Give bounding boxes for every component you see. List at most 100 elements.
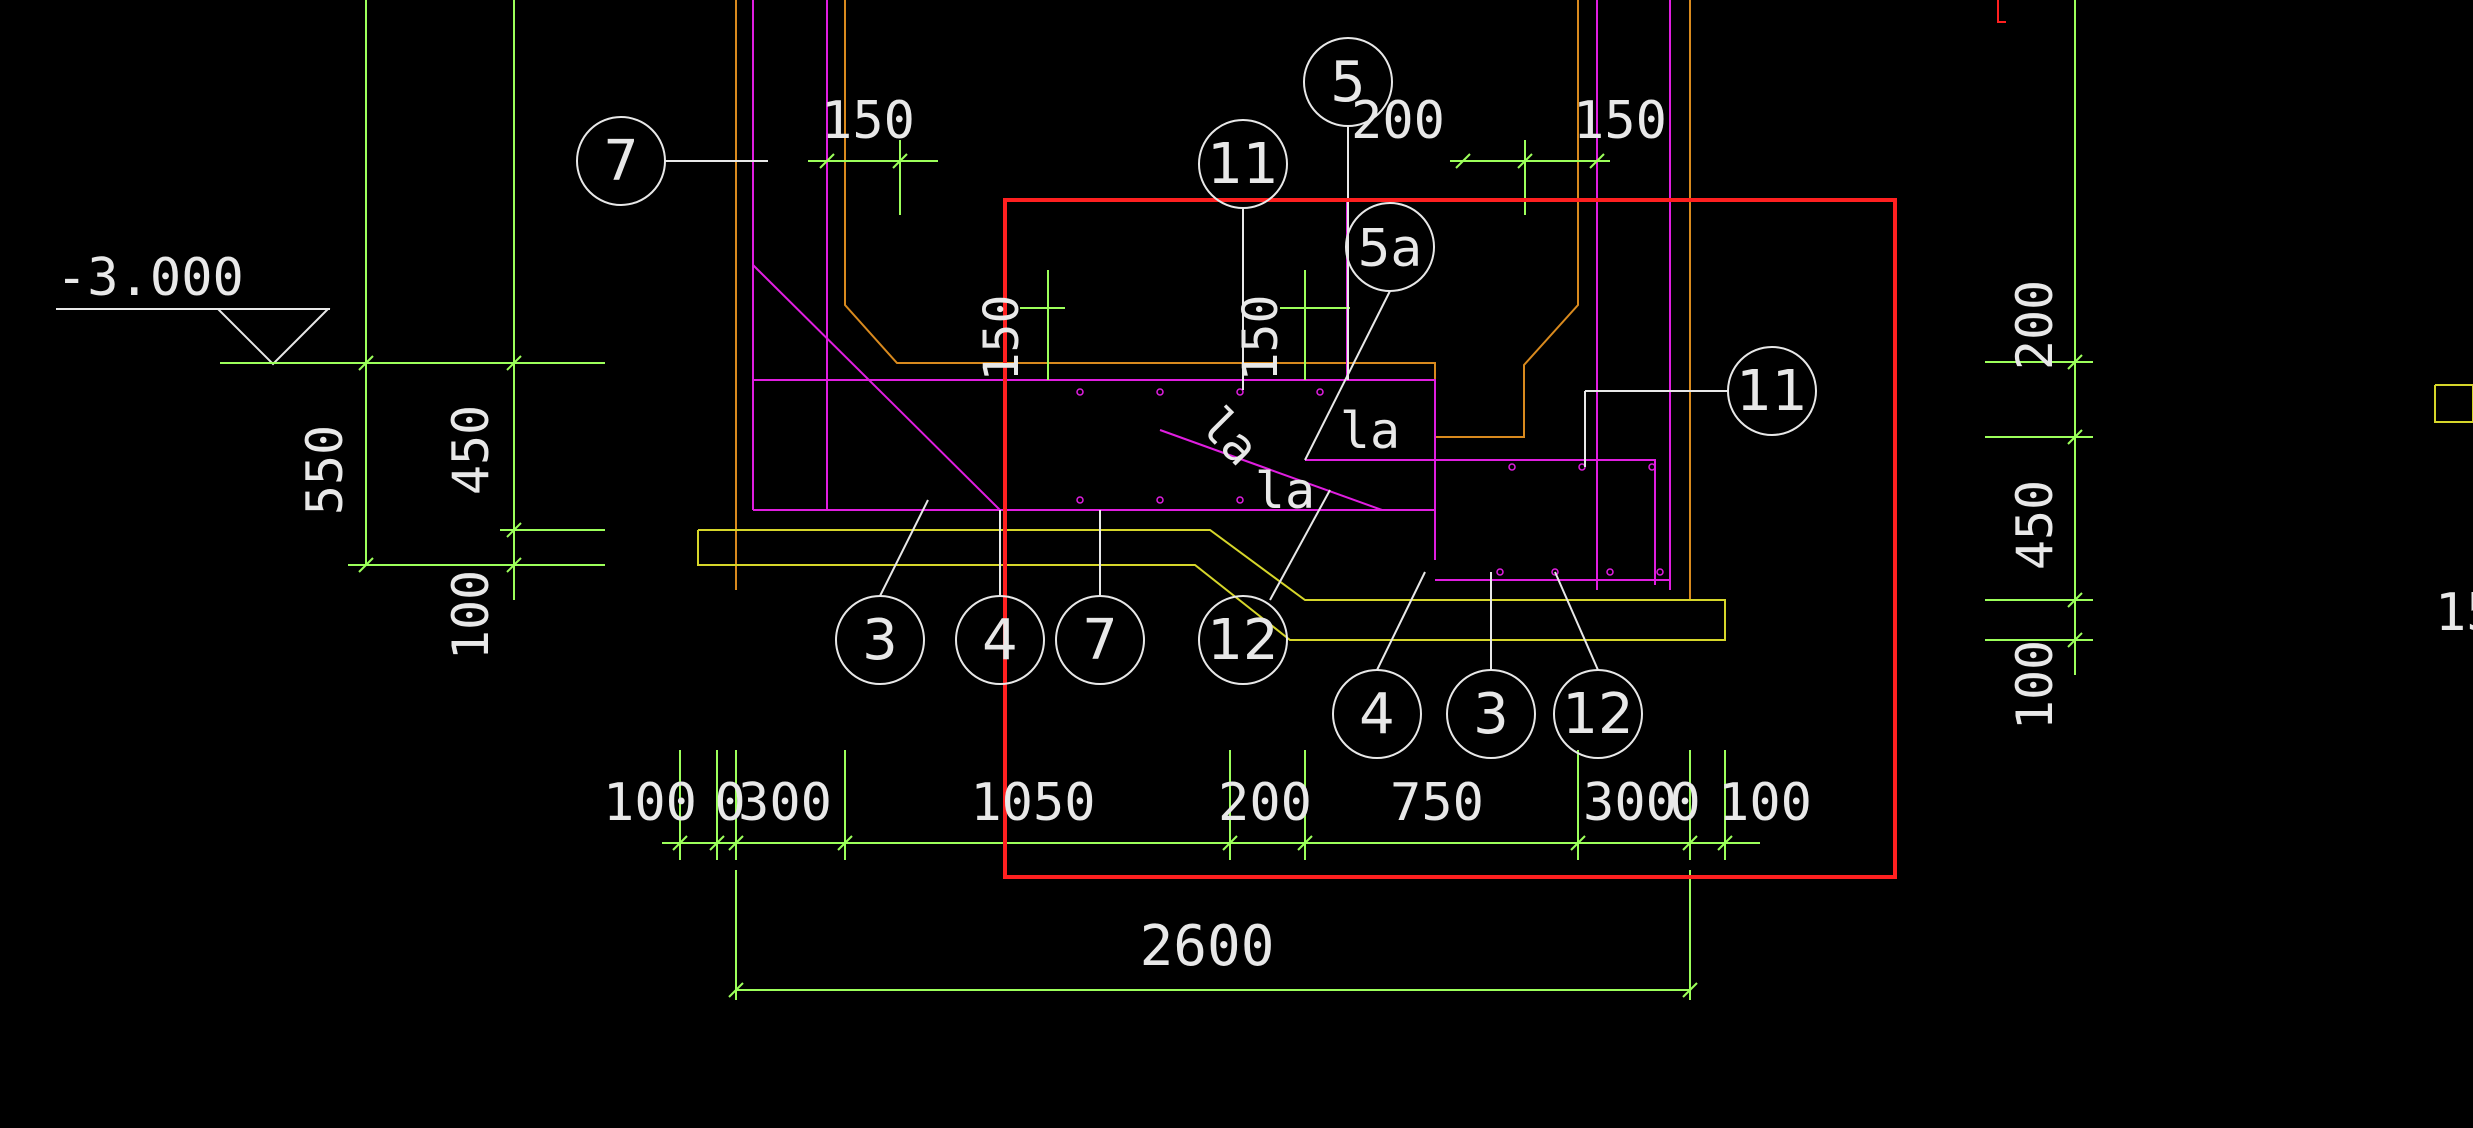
- wall-outline-inner: [844, 0, 1579, 438]
- leader-12-right: [1554, 571, 1599, 671]
- tick: [1455, 153, 1471, 169]
- svg-text:3: 3: [1473, 682, 1509, 747]
- svg-text:7: 7: [1082, 608, 1118, 673]
- callout-4-right: 4: [1332, 669, 1422, 759]
- dim-bottom-0-a: 0: [714, 773, 745, 833]
- callout-11-right: 11: [1727, 346, 1817, 436]
- dim-bottom-300-a: 300: [738, 773, 832, 833]
- tick: [1682, 982, 1698, 998]
- anchor-label-la-lower: la: [1255, 462, 1315, 520]
- svg-text:3: 3: [862, 608, 898, 673]
- tick: [1717, 835, 1733, 851]
- dim-top-150-right: 150: [1573, 91, 1667, 151]
- tick: [1517, 153, 1533, 169]
- rebar-haunch-diagonal: [752, 264, 1001, 511]
- tick: [892, 153, 908, 169]
- rebar-dot: [1156, 496, 1164, 504]
- tick: [506, 522, 522, 538]
- tick: [728, 982, 744, 998]
- rebar-upper-right: [1305, 459, 1656, 585]
- dim-left-450: 450: [442, 405, 500, 495]
- svg-text:4: 4: [1359, 682, 1395, 747]
- edge-partial-text: 15: [2435, 583, 2473, 643]
- blinding-layer: [697, 529, 1726, 641]
- dim-bottom-total-2600: 2600: [1140, 914, 1275, 979]
- dim-bottom-300-b: 300: [1583, 773, 1677, 833]
- elevation-triangle: [217, 308, 331, 366]
- dim-bottom-100-b: 100: [1718, 773, 1812, 833]
- tick: [358, 557, 374, 573]
- rebar-dot: [1076, 496, 1084, 504]
- edge-partial-rect: [2434, 384, 2473, 423]
- tick: [2067, 354, 2083, 370]
- dim-bottom-1050: 1050: [970, 773, 1095, 833]
- dim-top-150-left: 150: [821, 91, 915, 151]
- callout-3-right: 3: [1446, 669, 1536, 759]
- callout-4-left: 4: [955, 595, 1045, 685]
- svg-text:12: 12: [1207, 608, 1278, 673]
- tick: [506, 355, 522, 371]
- tick: [709, 835, 725, 851]
- tick: [1222, 835, 1238, 851]
- tick: [819, 153, 835, 169]
- leader-4-right: [1376, 571, 1426, 671]
- callout-7-top: 7: [576, 116, 666, 206]
- tick: [672, 835, 688, 851]
- dim-right-200: 200: [2006, 280, 2064, 370]
- tick: [506, 557, 522, 573]
- rebar-dot: [1508, 463, 1516, 471]
- svg-text:11: 11: [1207, 132, 1278, 197]
- dim-left-550: 550: [296, 425, 354, 515]
- dim-vertical-150-a: 150: [974, 295, 1030, 382]
- tick: [2067, 632, 2083, 648]
- leader-12-left: [1269, 489, 1331, 601]
- highlight-rectangle: [1003, 198, 1897, 879]
- rebar-top-layer: [752, 379, 1436, 560]
- tick: [358, 355, 374, 371]
- callout-5a: 5a: [1345, 202, 1435, 292]
- callout-12-right: 12: [1553, 669, 1643, 759]
- dim-bottom-200: 200: [1218, 773, 1312, 833]
- svg-text:12: 12: [1562, 682, 1633, 747]
- tick: [1570, 835, 1586, 851]
- dim-bottom-100-a: 100: [603, 773, 697, 833]
- dim-left-100: 100: [442, 570, 500, 660]
- dim-right-100: 100: [2006, 640, 2064, 730]
- svg-text:4: 4: [982, 608, 1018, 673]
- rebar-dot: [1606, 568, 1614, 576]
- callout-3-left: 3: [835, 595, 925, 685]
- tick: [1297, 835, 1313, 851]
- rebar-dot: [1551, 568, 1559, 576]
- callout-12-left: 12: [1198, 595, 1288, 685]
- callout-11-top: 11: [1198, 119, 1288, 209]
- leader-5a: [1304, 290, 1391, 461]
- rebar-dot: [1656, 568, 1664, 576]
- rebar-dot: [1648, 463, 1656, 471]
- rebar-dot: [1316, 388, 1324, 396]
- tick: [728, 835, 744, 851]
- dim-bottom-750: 750: [1390, 773, 1484, 833]
- tick: [2067, 429, 2083, 445]
- rebar-dot: [1156, 388, 1164, 396]
- rebar-dot: [1236, 496, 1244, 504]
- anchor-label-la-upper: la: [1340, 402, 1400, 460]
- rebar-dot: [1076, 388, 1084, 396]
- elevation-label: -3.000: [56, 248, 244, 308]
- svg-text:5: 5: [1330, 50, 1366, 115]
- rebar-anchor-diagonal: [1159, 429, 1383, 511]
- leader-3-left: [879, 499, 929, 597]
- edge-partial-red: [1997, 0, 2006, 23]
- dim-bottom-0-b: 0: [1669, 773, 1700, 833]
- svg-text:11: 11: [1736, 359, 1807, 424]
- tick: [837, 835, 853, 851]
- tick: [2067, 592, 2083, 608]
- dim-vertical-150-b: 150: [1233, 295, 1289, 382]
- rebar-dot: [1496, 568, 1504, 576]
- svg-text:5a: 5a: [1358, 219, 1423, 279]
- rebar-dot: [1236, 388, 1244, 396]
- callout-5: 5: [1303, 37, 1393, 127]
- drawing-geometry: [56, 0, 2473, 1000]
- tick: [1589, 153, 1605, 169]
- tick: [1682, 835, 1698, 851]
